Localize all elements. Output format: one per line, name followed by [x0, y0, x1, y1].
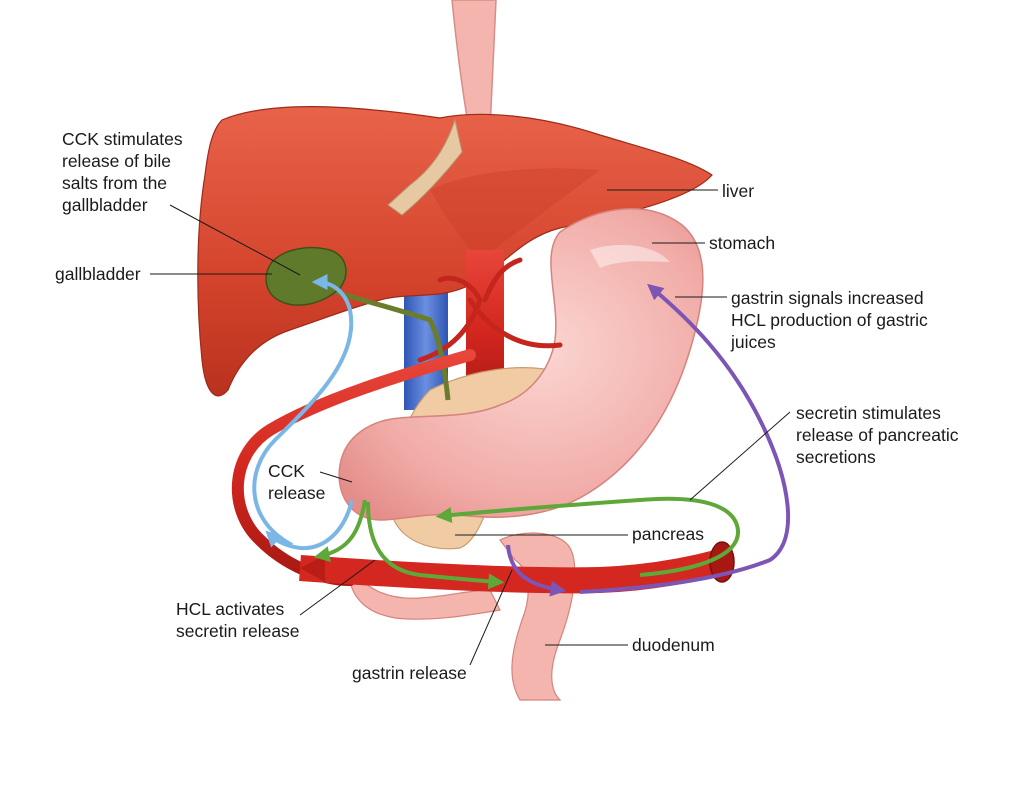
label-gastrin-release: gastrin release	[352, 662, 467, 684]
label-duodenum: duodenum	[632, 634, 715, 656]
label-stomach: stomach	[709, 232, 775, 254]
label-hcl-activates: HCL activates secretin release	[176, 598, 300, 642]
mesenteric-artery	[300, 562, 720, 580]
label-gastrin-signals: gastrin signals increased HCL production…	[731, 287, 928, 353]
label-liver: liver	[722, 180, 754, 202]
label-gallbladder: gallbladder	[55, 263, 141, 285]
label-cck-stimulates-bile: CCK stimulates release of bile salts fro…	[62, 128, 183, 216]
label-pancreas: pancreas	[632, 523, 704, 545]
label-cck-release: CCK release	[268, 460, 325, 504]
label-secretin-stimulates: secretin stimulates release of pancreati…	[796, 402, 958, 468]
